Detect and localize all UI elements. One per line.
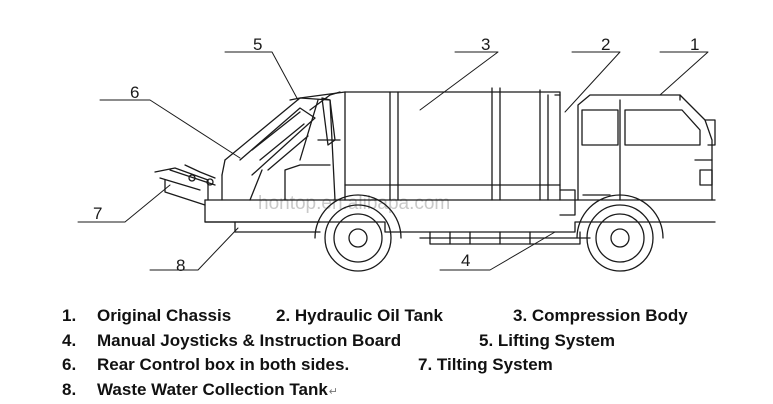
callout-4: 4: [461, 251, 470, 270]
legend-item: 5. Lifting System: [479, 330, 616, 350]
legend-number: 8.: [62, 379, 77, 399]
legend-item: Rear Control box in both sides.: [97, 355, 350, 374]
legend-number: 6.: [62, 355, 77, 374]
callout-7: 7: [93, 204, 102, 223]
legend-item: Original Chassis: [97, 306, 232, 325]
legend-item: Waste Water Collection Tank: [97, 379, 328, 399]
legend-number: 4.: [62, 330, 77, 350]
return-mark-icon: ↵: [328, 385, 339, 398]
callout-5: 5: [253, 35, 262, 54]
compression-body: [344, 87, 576, 216]
garbage-truck-line-drawing: hontop.en.alibapa.com: [77, 35, 716, 275]
callout-leaders: [77, 51, 709, 271]
rear-wheel: [314, 194, 402, 272]
legend-item-wrap: Waste Water Collection Tank↵: [97, 378, 338, 404]
front-wheel: [576, 194, 664, 272]
chassis-frame: [204, 199, 716, 245]
callout-8: 8: [176, 256, 185, 275]
legend-number: 1.: [62, 306, 77, 325]
callout-numbers: 1 2 3 4 5 6 7 8: [93, 35, 699, 275]
legend-item: Manual Joysticks & Instruction Board: [97, 330, 402, 350]
watermark-text: hontop.en.alibapa.com: [258, 193, 450, 214]
tilting-system: [154, 164, 216, 206]
legend-item: 2. Hydraulic Oil Tank: [276, 306, 443, 325]
legend-item: 7. Tilting System: [418, 355, 553, 374]
tailgate-lifting-system: [221, 91, 346, 201]
truck-cab: [577, 94, 716, 201]
callout-2: 2: [601, 35, 610, 54]
callout-6: 6: [130, 83, 139, 102]
callout-1: 1: [690, 35, 699, 54]
callout-3: 3: [481, 35, 490, 54]
legend-item: 3. Compression Body: [513, 306, 688, 325]
